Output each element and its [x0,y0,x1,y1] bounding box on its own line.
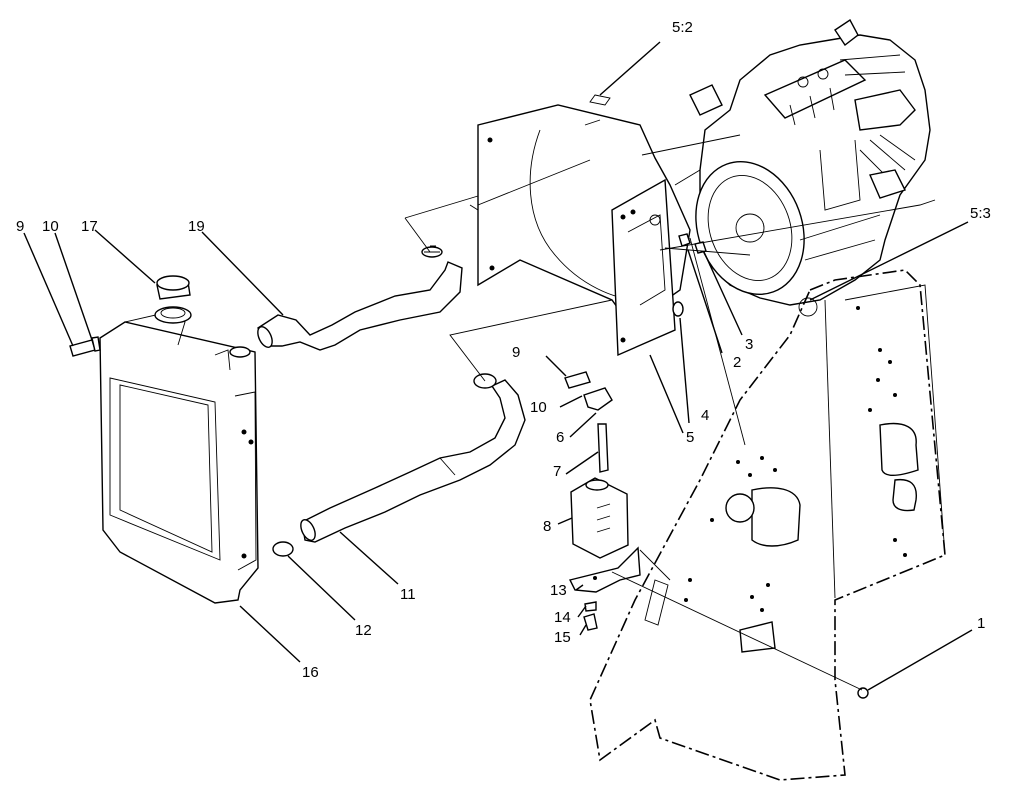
callout-8: 8 [543,518,551,535]
mount-plate [589,269,946,781]
leader-lines [23,41,973,691]
lower-hose [272,373,526,557]
callout-5: 5 [686,429,694,446]
callout-9-right: 9 [512,344,520,361]
callout-2: 2 [733,354,741,371]
overflow-bottle-assembly [564,233,707,631]
callout-15: 15 [554,629,571,646]
callout-7: 7 [553,463,561,480]
callout-4: 4 [701,407,709,424]
callout-12: 12 [355,622,372,639]
upper-hose [229,245,463,358]
radiator [99,313,259,604]
callout-3: 3 [745,336,753,353]
callout-11: 11 [400,586,416,603]
callout-1: 1 [977,615,985,632]
overflow-tube-left [69,336,101,357]
callout-13: 13 [550,582,567,599]
fan-shroud [469,94,691,357]
callout-16: 16 [302,664,319,681]
callout-6: 6 [556,429,564,446]
callout-5-2: 5:2 [672,19,693,36]
callout-19: 19 [188,218,205,235]
callout-14: 14 [554,609,571,626]
callout-5-3: 5:3 [970,205,991,222]
engine [689,18,931,306]
callout-10-left: 10 [42,218,59,235]
callout-labels: 9 10 17 19 5:2 5:3 3 2 9 10 6 4 5 7 8 11… [16,19,991,681]
callout-9-left: 9 [16,218,24,235]
radiator-cap [154,275,192,324]
callout-10-right: 10 [530,399,547,416]
callout-17: 17 [81,218,98,235]
